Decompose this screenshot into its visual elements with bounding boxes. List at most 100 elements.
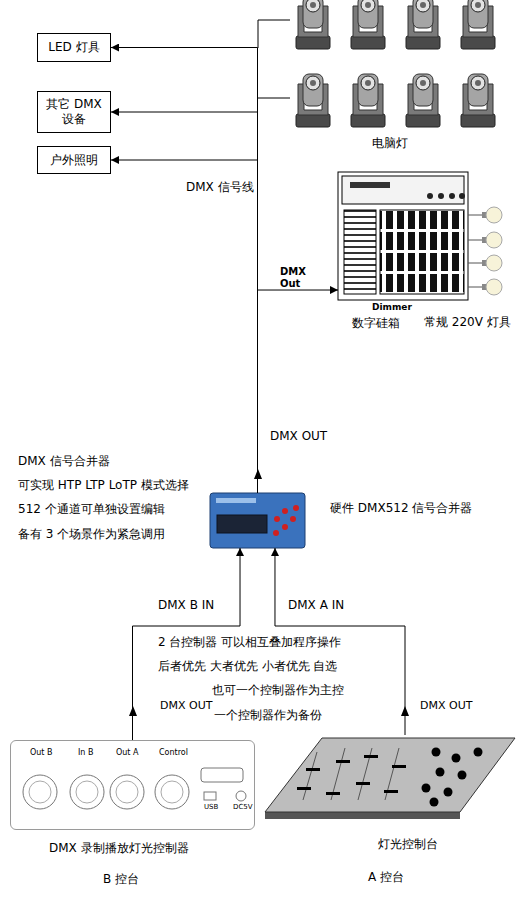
- merger-button: [282, 508, 288, 514]
- moving-head: [296, 0, 330, 49]
- flow-arrow: [401, 706, 409, 716]
- merger-device: 硬件 DMX512 信号合并器: [210, 493, 305, 548]
- edge-label: DMX A IN: [288, 599, 344, 613]
- moving-head: [406, 0, 440, 49]
- moving-head: [461, 74, 495, 127]
- signal-wire: [258, 20, 290, 48]
- rack-knob: [438, 193, 444, 199]
- lamp-bulb: [486, 207, 502, 223]
- fader-knob: [336, 760, 350, 763]
- note-text: 电脑灯: [372, 137, 408, 150]
- moving-head: [351, 74, 385, 127]
- console-knob: [436, 768, 445, 777]
- merger-case: [210, 493, 305, 548]
- node-text: 户外照明: [43, 153, 105, 168]
- device-caption: A 控台: [368, 871, 404, 884]
- signal-connector: [111, 112, 258, 493]
- port-label: In B: [78, 749, 93, 758]
- xlr-ring: [76, 781, 98, 803]
- xlr-connector: [23, 775, 57, 809]
- fader-knob: [392, 765, 406, 768]
- rack-frame: [338, 172, 468, 300]
- node-outline: [265, 735, 515, 815]
- device-box: LED 灯具: [37, 33, 111, 62]
- edge-label: DMX Out: [280, 266, 310, 289]
- console-knob: [444, 788, 453, 797]
- fader-knob: [384, 790, 398, 793]
- device-caption: 硬件 DMX512 信号合并器: [330, 502, 472, 515]
- console-surface: [265, 738, 515, 812]
- lighting-console: 灯光控制台A 控台: [265, 735, 515, 815]
- note-text: DMX OUT: [160, 700, 212, 712]
- device-caption: 数字硅箱: [352, 317, 400, 330]
- merger-button: [293, 505, 299, 511]
- device-caption: B 控台: [103, 873, 139, 886]
- device-box: 户外照明: [37, 146, 111, 174]
- merger-button: [282, 524, 288, 530]
- note-text: 512 个通道可单独设置编辑: [18, 503, 165, 516]
- merger-button: [274, 516, 280, 522]
- merger-button: [273, 530, 279, 536]
- device-box: 其它 DMX 设备: [37, 91, 111, 133]
- signal-wire: [258, 98, 290, 99]
- dimmer-rack-art: [338, 172, 468, 300]
- note-text: 一个控制器作为备份: [214, 709, 322, 722]
- xlr-ring: [29, 781, 51, 803]
- lamp-bulbs: [468, 207, 502, 295]
- console-knob: [474, 748, 483, 757]
- node-text: 其它 DMX 设备: [43, 97, 105, 127]
- rack-vents: [344, 210, 376, 294]
- port-label: Out B: [30, 749, 53, 758]
- device-caption: 灯光控制台: [378, 838, 438, 851]
- merger-lcd: [217, 515, 267, 533]
- rack-knob: [449, 193, 455, 199]
- note-text: DMX 信号合并器: [18, 455, 110, 468]
- flow-arrow: [254, 469, 262, 479]
- fader-knob: [326, 792, 340, 795]
- moving-head: [406, 74, 440, 127]
- rack-bezel: [342, 176, 464, 204]
- edge-label: DMX B IN: [158, 599, 214, 613]
- lamp-bulb: [486, 232, 502, 248]
- note-text: DMX OUT: [420, 700, 472, 712]
- xlr-connector: [110, 775, 144, 809]
- lamp-wire: [468, 240, 482, 241]
- note-text: 后者优先 大者优先 小者优先 自选: [158, 660, 337, 673]
- fader-knob: [364, 755, 378, 758]
- flow-arrow: [129, 706, 137, 716]
- signal-connector: [111, 48, 258, 494]
- usb-port: [204, 792, 216, 800]
- merger-device-art: [210, 493, 305, 548]
- fader-knob: [356, 782, 370, 785]
- dc-jack: [236, 791, 246, 801]
- note-text: 常规 220V 灯具: [424, 316, 511, 329]
- dimmer-rack: Dimmer数字硅箱: [338, 172, 468, 300]
- rack-knob: [459, 193, 465, 199]
- merger-button: [290, 516, 296, 522]
- lamp-wire: [468, 287, 482, 288]
- port-label: DC5V: [233, 804, 253, 812]
- xlr-connector: [70, 775, 104, 809]
- node-text: LED 灯具: [43, 40, 105, 55]
- lamp-wire: [468, 215, 482, 216]
- xlr-ring: [161, 781, 183, 803]
- moving-head: [351, 0, 385, 49]
- merger-strip: [216, 498, 256, 503]
- db9-connector: [201, 768, 243, 782]
- lighting-console-art: [265, 738, 515, 819]
- device-caption: DMX 录制播放灯光控制器: [49, 842, 189, 855]
- signal-connector: [111, 160, 258, 493]
- moving-head: [296, 74, 330, 127]
- moving-head: [461, 0, 495, 49]
- note-text: 2 台控制器 可以相互叠加程序操作: [158, 636, 341, 649]
- fader-knob: [297, 787, 311, 790]
- console-edge: [265, 812, 460, 819]
- console-knob: [452, 754, 461, 763]
- fader-track: [385, 748, 399, 800]
- xlr-ring: [116, 781, 138, 803]
- controller-panel-art: [23, 768, 246, 809]
- lamp-bulb: [486, 255, 502, 271]
- rack-channels: [380, 210, 464, 294]
- lamp-bulb: [486, 279, 502, 295]
